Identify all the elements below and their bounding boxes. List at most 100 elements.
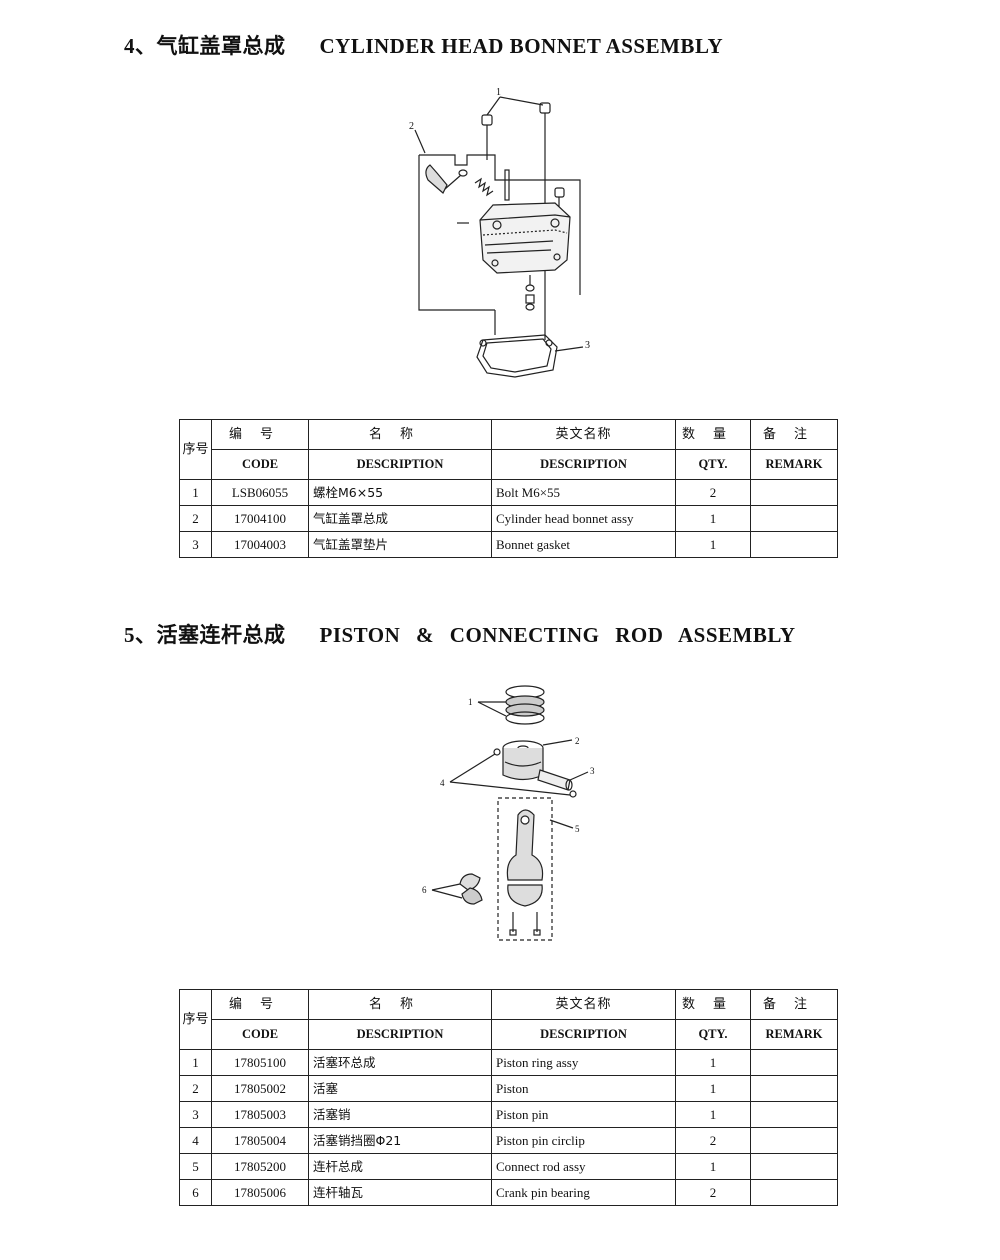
row-qty: 1 [675,1075,751,1102]
row-desc-en: Bolt M6×55 [491,479,676,506]
row-desc-en: Crank pin bearing [491,1179,676,1206]
row-remark [750,1101,838,1128]
row-remark [750,479,838,506]
row-remark [750,531,838,558]
section-4-title-cn: 气缸盖罩总成 [156,34,286,58]
row-desc-en: Bonnet gasket [491,531,676,558]
row-no: 3 [179,1101,212,1128]
row-remark [750,1075,838,1102]
row-desc-cn: 活塞环总成 [308,1049,492,1076]
row-no: 2 [179,1075,212,1102]
row-desc-en: Piston ring assy [491,1049,676,1076]
callout-2-label: 2 [409,121,414,132]
row-code: 17004003 [211,531,309,558]
header-qty-cn: 数量 [675,419,751,450]
row-qty: 1 [675,531,751,558]
row-qty: 1 [675,1101,751,1128]
bonnet-gasket-drawing [476,334,558,378]
bolt-left-drawing [481,114,493,160]
row-desc-cn: 连杆总成 [308,1153,492,1180]
row-no: 1 [179,1049,212,1076]
row-code: 17004100 [211,505,309,532]
table-row: 2 17004100 气缸盖罩总成 Cylinder head bonnet a… [179,505,838,532]
row-desc-en: Piston [491,1075,676,1102]
header-qty-en: QTY. [675,449,751,480]
row-qty: 1 [675,505,751,532]
row-no: 6 [179,1179,212,1206]
header-remark-cn: 备注 [750,989,838,1020]
row-code: LSB06055 [211,479,309,506]
row-code: 17805100 [211,1049,309,1076]
callout-2-label: 2 [575,736,580,746]
row-desc-cn: 活塞 [308,1075,492,1102]
row-desc-cn: 螺栓M6×55 [308,479,492,506]
section-4-number: 4、 [124,34,157,58]
header-qty-cn: 数量 [675,989,751,1020]
row-desc-cn: 气缸盖罩总成 [308,505,492,532]
header-desc-en-cn: 英文名称 [491,989,676,1020]
row-no: 2 [179,505,212,532]
row-desc-en: Connect rod assy [491,1153,676,1180]
header-remark-en: REMARK [750,1019,838,1050]
row-qty: 1 [675,1049,751,1076]
row-code: 17805003 [211,1101,309,1128]
header-code-en: CODE [211,1019,309,1050]
header-code-cn: 编号 [211,419,309,450]
row-qty: 2 [675,1127,751,1154]
row-desc-cn: 气缸盖罩垫片 [308,531,492,558]
section-5-number: 5、 [124,623,157,647]
header-code-en: CODE [211,449,309,480]
header-desc-en-cn: 英文名称 [491,419,676,450]
row-desc-en: Piston pin circlip [491,1127,676,1154]
row-qty: 2 [675,479,751,506]
header-desc-en-en: DESCRIPTION [491,1019,676,1050]
callout-6-label: 6 [422,885,427,895]
section-5-title-cn: 活塞连杆总成 [156,623,286,647]
row-remark [750,1127,838,1154]
table-row: 5 17805200 连杆总成 Connect rod assy 1 [179,1153,838,1180]
section-4-title-en: CYLINDER HEAD BONNET ASSEMBLY [319,34,724,58]
table-row: 2 17805002 活塞 Piston 1 [179,1075,838,1102]
header-remark-cn: 备注 [750,419,838,450]
callout-4-label: 4 [440,778,445,788]
piston-rings-drawing [505,685,545,725]
row-no: 5 [179,1153,212,1180]
header-desc-cn: 名称 [308,989,492,1020]
row-desc-cn: 活塞销挡圈Φ21 [308,1127,492,1154]
callout-1-label: 1 [496,87,501,98]
row-no: 1 [179,479,212,506]
header-no: 序号 [179,989,212,1050]
table-row: 1 LSB06055 螺栓M6×55 Bolt M6×55 2 [179,479,838,506]
header-desc-cn-en: DESCRIPTION [308,1019,492,1050]
table-row: 3 17004003 气缸盖罩垫片 Bonnet gasket 1 [179,531,838,558]
crank-pin-bearing-drawing [459,873,483,905]
row-qty: 1 [675,1153,751,1180]
callout-3-label: 3 [585,340,590,351]
header-code-cn: 编号 [211,989,309,1020]
row-remark [750,1049,838,1076]
callout-3-label: 3 [590,766,595,776]
row-code: 17805006 [211,1179,309,1206]
header-no: 序号 [179,419,212,480]
breather-elbow-drawing [425,164,468,194]
section-4-parts-table: 序号 编号 名称 英文名称 数量 备注 CODE DESCRIPTION DES… [179,419,838,558]
header-desc-cn-en: DESCRIPTION [308,449,492,480]
row-remark [750,1179,838,1206]
row-desc-en: Piston pin [491,1101,676,1128]
table-row: 1 17805100 活塞环总成 Piston ring assy 1 [179,1049,838,1076]
row-code: 17805004 [211,1127,309,1154]
bonnet-cover-drawing [479,169,571,274]
table-row: 6 17805006 连杆轴瓦 Crank pin bearing 2 [179,1179,838,1206]
row-code: 17805002 [211,1075,309,1102]
connecting-rod-drawing [497,797,553,941]
piston-assembly-diagram: 1 2 3 4 5 6 [410,680,610,955]
row-no: 4 [179,1127,212,1154]
bonnet-assembly-diagram: 1 2 3 [395,85,605,385]
piston-drawing [502,740,544,781]
row-desc-cn: 连杆轴瓦 [308,1179,492,1206]
header-desc-en-en: DESCRIPTION [491,449,676,480]
row-desc-cn: 活塞销 [308,1101,492,1128]
row-remark [750,1153,838,1180]
table-row: 3 17805003 活塞销 Piston pin 1 [179,1101,838,1128]
